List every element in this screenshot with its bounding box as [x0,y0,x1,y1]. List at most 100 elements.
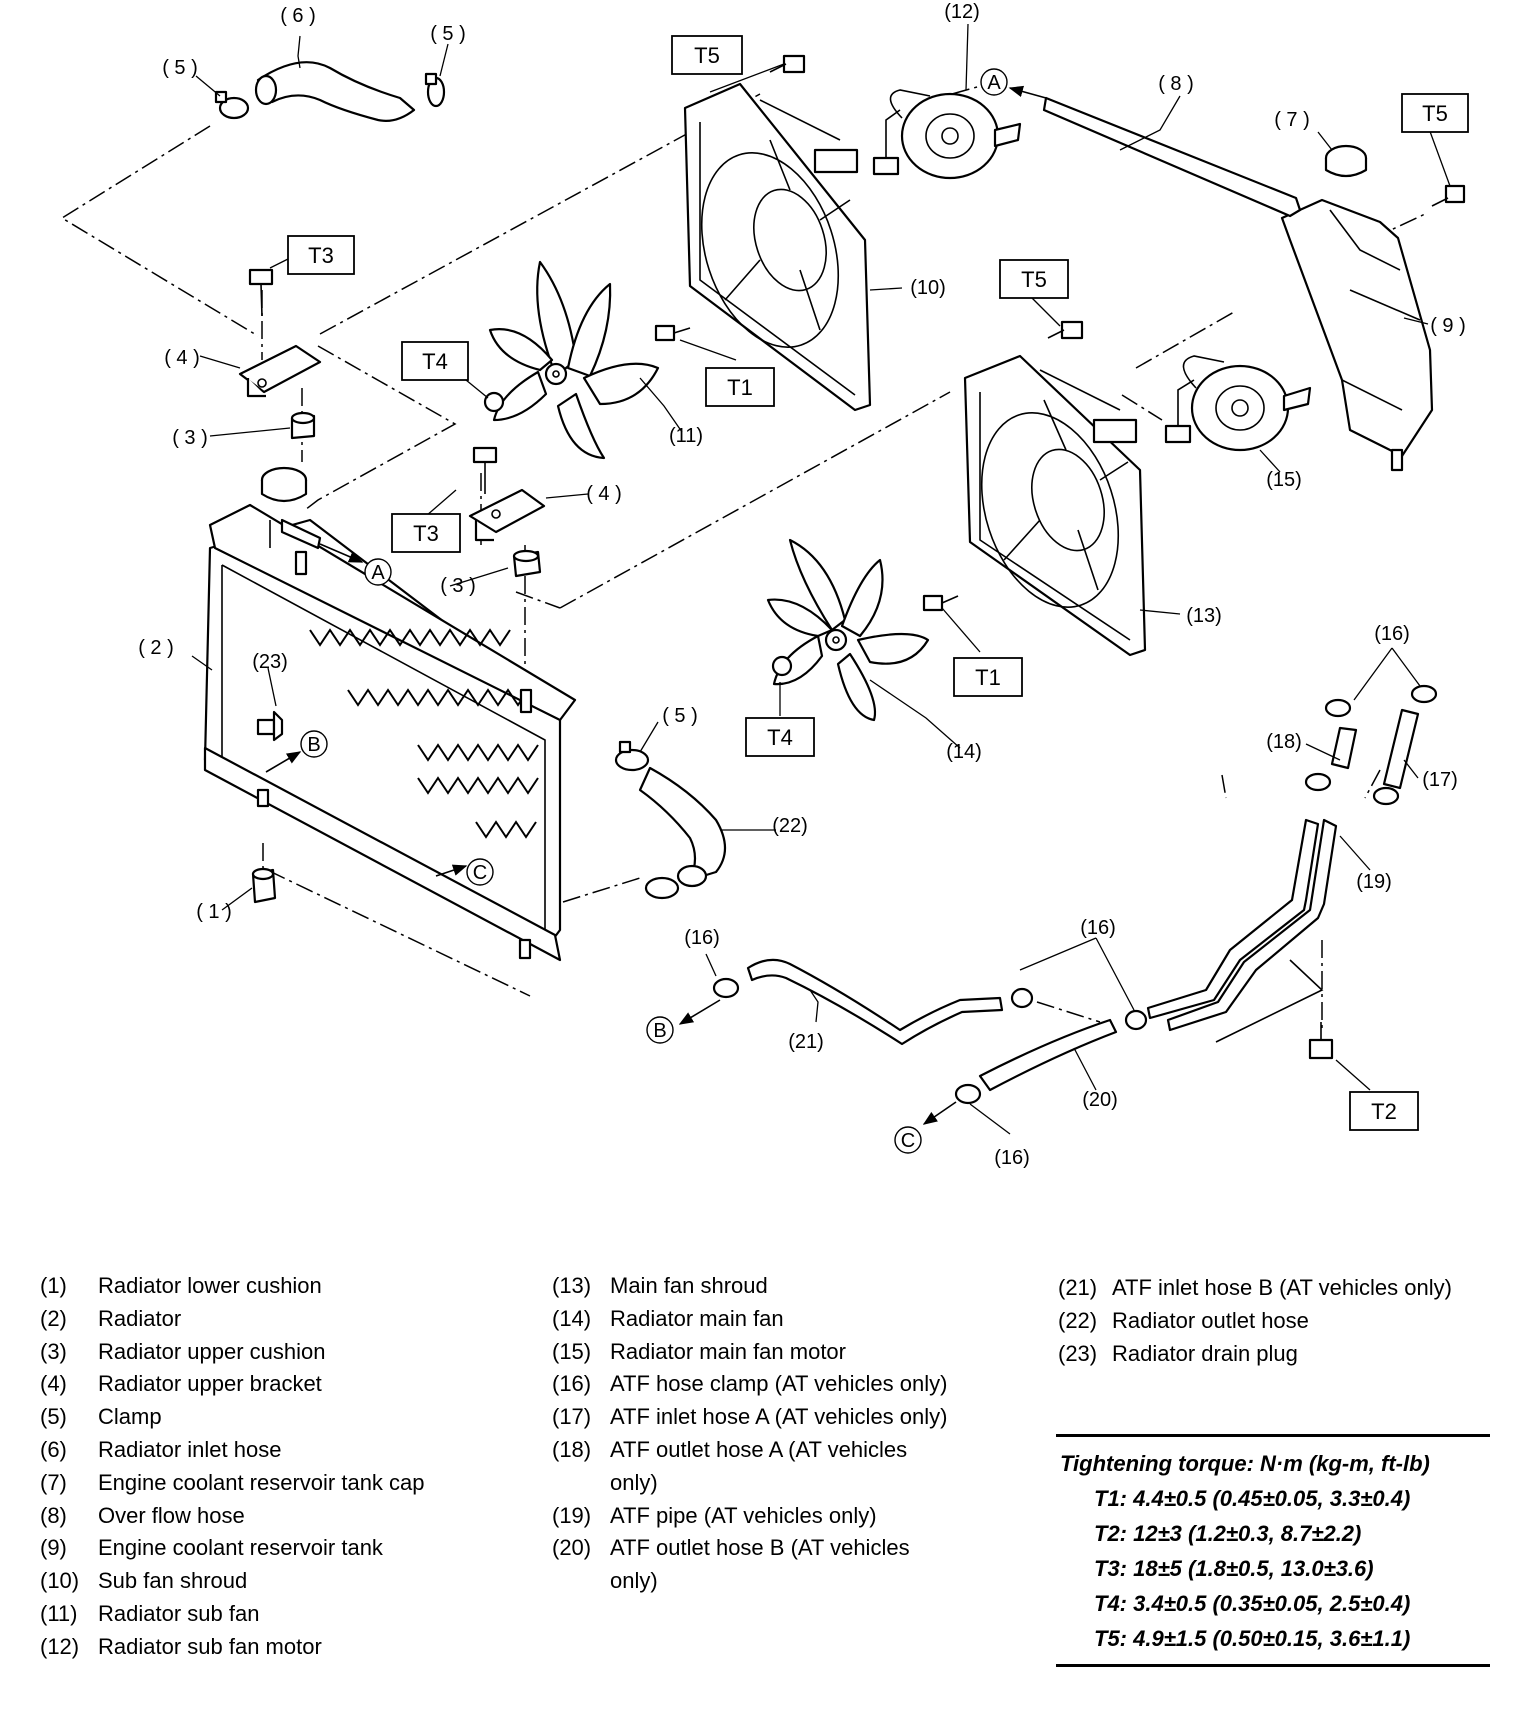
torque-row-t3: T3: 18±5 (1.8±0.5, 13.0±3.6) [1094,1556,1374,1581]
svg-text:T3: T3 [413,521,439,546]
legend-column-1: (1)Radiator lower cushion (2)Radiator (3… [40,1270,460,1664]
callout-14: (14) [946,741,982,763]
legend-column-2: (13)Main fan shroud (14)Radiator main fa… [552,1270,972,1598]
legend-item: (1)Radiator lower cushion [40,1270,460,1303]
torque-box-t5-middle: T5 [999,259,1069,299]
svg-text:T5: T5 [1021,267,1047,292]
ref-mark-b-hose: B [646,1016,674,1044]
torque-table-heading: Tightening torque: N·m (kg-m, ft-lb) [1060,1451,1430,1476]
ref-mark-c-radiator: C [466,858,494,886]
sub-fan-shroud [683,82,872,412]
legend-text: Radiator sub fan [98,1600,260,1626]
callout-2: ( 2 ) [138,637,174,659]
legend-text: Main fan shroud [610,1273,768,1298]
svg-text:A: A [987,72,1001,94]
callout-16-middle: (16) [1080,917,1116,939]
bolt-t1-main-fan [922,594,959,612]
legend-text: Radiator outlet hose [1112,1307,1309,1333]
torque-row-t4: T4: 3.4±0.5 (0.35±0.05, 2.5±0.4) [1094,1591,1411,1616]
callout-7: ( 7 ) [1274,109,1310,131]
legend-number: (8) [40,1502,67,1528]
callout-labels: ( 6 ) ( 5 ) ( 5 ) (12) ( 8 ) ( 7 ) ( 9 )… [138,1,1466,1169]
coolant-reservoir-tank [1280,198,1434,472]
svg-text:C: C [473,862,487,884]
torque-box-t4-main: T4 [745,717,815,757]
legend-number: (9) [40,1535,67,1561]
legend-item: (22)Radiator outlet hose [1058,1305,1488,1338]
callout-9: ( 9 ) [1430,315,1466,337]
legend-text: Radiator sub fan motor [98,1633,322,1659]
callout-16-bottom: (16) [994,1147,1030,1169]
legend-number: (19) [552,1502,592,1528]
svg-text:T1: T1 [975,665,1001,690]
callout-4-right: ( 4 ) [586,483,622,505]
svg-text:B: B [653,1020,666,1042]
upper-cushion-left [290,411,316,440]
callout-4-left: ( 4 ) [164,347,200,369]
torque-row-t1: T1: 4.4±0.5 (0.45±0.05, 3.3±0.4) [1094,1486,1411,1511]
svg-text:T4: T4 [422,349,448,374]
clamp-outlet-top [614,740,650,772]
legend-text: Radiator main fan [610,1305,784,1331]
torque-box-t1-sub: T1 [705,367,775,407]
legend-item: (11) Radiator sub fan [40,1598,460,1631]
legend-text: Radiator drain plug [1112,1340,1298,1366]
legend-item: (18)ATF outlet hose A (AT vehicles only) [552,1434,972,1500]
svg-text:T1: T1 [727,375,753,400]
callout-1: ( 1 ) [196,901,232,923]
svg-text:T4: T4 [767,725,793,750]
legend-item: (20)ATF outlet hose B (AT vehicles only) [552,1532,972,1598]
legend-number: (4) [40,1371,67,1397]
bolt-t1-sub-fan [654,324,691,342]
legend-number: (10) [40,1568,80,1594]
legend-number: (11) [40,1600,78,1626]
bolt-t3-right [472,446,498,494]
overflow-hose [1042,96,1302,218]
legend-number: (21) [1058,1275,1098,1300]
callout-5-right: ( 5 ) [430,23,466,45]
exploded-view-diagram: A A B B C C T5 T5 T5 T3 T3 T4 [60,1,1469,1169]
callout-8: ( 8 ) [1158,73,1194,95]
legend-item: (13) Main fan shroud [552,1270,972,1303]
radiator-cap [260,466,308,503]
legend-item: (3)Radiator upper cushion [40,1336,460,1369]
clamp-outlet-bottom [644,876,680,900]
callout-5-outlet: ( 5 ) [662,705,698,727]
legend-text: ATF pipe (AT vehicles only) [610,1502,877,1528]
legend-text: Clamp [98,1404,162,1430]
clamp-top-right [424,72,446,108]
callout-17: (17) [1422,769,1458,791]
legend-text: Sub fan shroud [98,1568,248,1594]
legend-item: (23)Radiator drain plug [1058,1338,1488,1371]
torque-box-t1-main: T1 [953,657,1023,697]
legend-item: (9)Engine coolant reservoir tank [40,1532,460,1565]
callout-16-left: (16) [684,927,720,949]
ref-mark-a-overflow: A [980,68,1008,96]
reference-arrows [265,85,1047,1125]
callout-13: (13) [1186,605,1222,627]
torque-box-t2: T2 [1349,1091,1419,1131]
atf-pipe [1146,818,1338,1043]
callout-11: (11) [669,425,703,447]
atf-inlet-hose-a [1382,708,1420,790]
legend-item: (12)Radiator sub fan motor [40,1631,460,1664]
legend-text: ATF inlet hose B (AT vehicles only) [1112,1275,1452,1300]
atf-outlet-hose-b [978,1018,1118,1092]
legend-number: (18) [552,1436,592,1462]
callout-18: (18) [1266,731,1302,753]
legend-text: ATF hose clamp (AT vehicles only) [610,1371,948,1397]
legend-text: Over flow hose [98,1502,245,1528]
radiator [203,503,577,962]
ref-mark-c-hose: C [894,1126,922,1154]
legend-item: (17)ATF inlet hose A (AT vehicles only) [552,1401,972,1434]
coolant-reservoir-cap [1324,144,1368,178]
bolt-t5-main-shroud [1047,320,1084,340]
legend-item: (19) ATF pipe (AT vehicles only) [552,1500,972,1533]
legend-item: (16)ATF hose clamp (AT vehicles only) [552,1368,972,1401]
nut-t4-sub-fan [483,391,505,413]
legend-text: Radiator lower cushion [98,1273,322,1298]
legend-number: (20) [552,1535,592,1561]
legend-item: (15)Radiator main fan motor [552,1336,972,1369]
legend-number: (13) [552,1273,592,1298]
legend-number: (5) [40,1404,67,1430]
